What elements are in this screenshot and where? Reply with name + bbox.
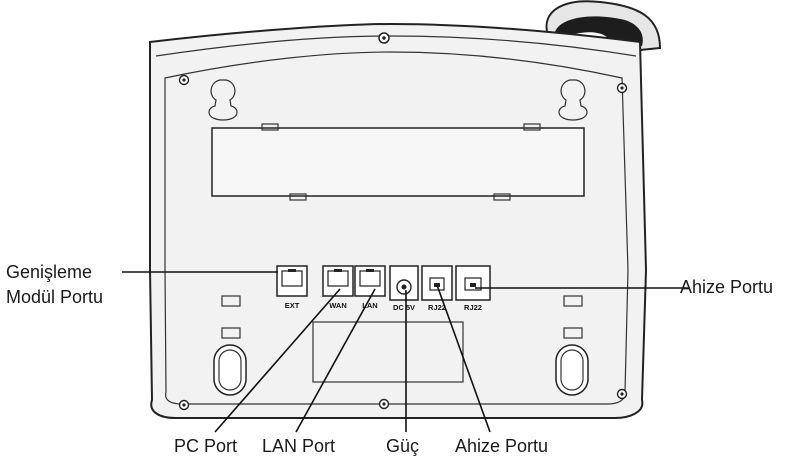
screw-bottom-right [616,388,628,400]
side-slot-left-1 [221,295,241,307]
leader-lan-port [295,288,376,433]
foot-left-inner [218,349,242,391]
wall-mount-slot-right [558,79,588,121]
side-slot-right-1 [563,295,583,307]
callout-pc-port: PC Port [174,436,237,456]
lan-port [354,265,386,297]
leader-pc-port [214,288,341,433]
body-inner-border [164,51,629,405]
screw-bottom-left [178,399,190,411]
port-label-rj22-b: RJ22 [464,303,482,312]
port-label-lan: LAN [362,301,377,310]
side-slot-right-2 [563,327,583,339]
screw-top-right [616,82,628,94]
callout-expansion-line1: Genişleme [6,262,92,282]
port-label-rj22-a: RJ22 [428,303,446,312]
rj22-port-a [421,265,453,301]
screw-bottom-center [378,398,390,410]
port-label-dc: DC 5V [393,303,415,312]
callout-expansion-line2: Modül Portu [6,287,103,307]
dc-power-jack [389,265,419,301]
leader-handset-bottom [436,284,491,433]
callout-lan-port: LAN Port [262,436,335,456]
callout-power: Güç [386,436,419,456]
callout-handset-right: Ahize Portu [680,277,773,297]
phone-body [149,22,648,419]
panel-tab-4 [493,193,511,201]
foot-left [213,344,247,396]
foot-right-inner [560,349,584,391]
panel-tab-1 [261,123,279,131]
callout-handset-bottom: Ahize Portu [455,436,548,456]
cradle-dark-band [555,16,643,46]
foot-right [555,344,589,396]
ext-port [276,265,308,297]
port-label-wan: WAN [329,301,347,310]
wall-mount-slot-left [208,79,238,121]
screw-top-left [178,74,190,86]
side-slot-left-2 [221,327,241,339]
recessed-panel [211,127,585,197]
cable-recess [312,321,464,383]
panel-tab-2 [523,123,541,131]
screw-top [378,32,390,44]
rj22-port-b [455,265,491,301]
port-label-ext: EXT [285,301,300,310]
panel-tab-3 [289,193,307,201]
top-arc [155,35,637,57]
